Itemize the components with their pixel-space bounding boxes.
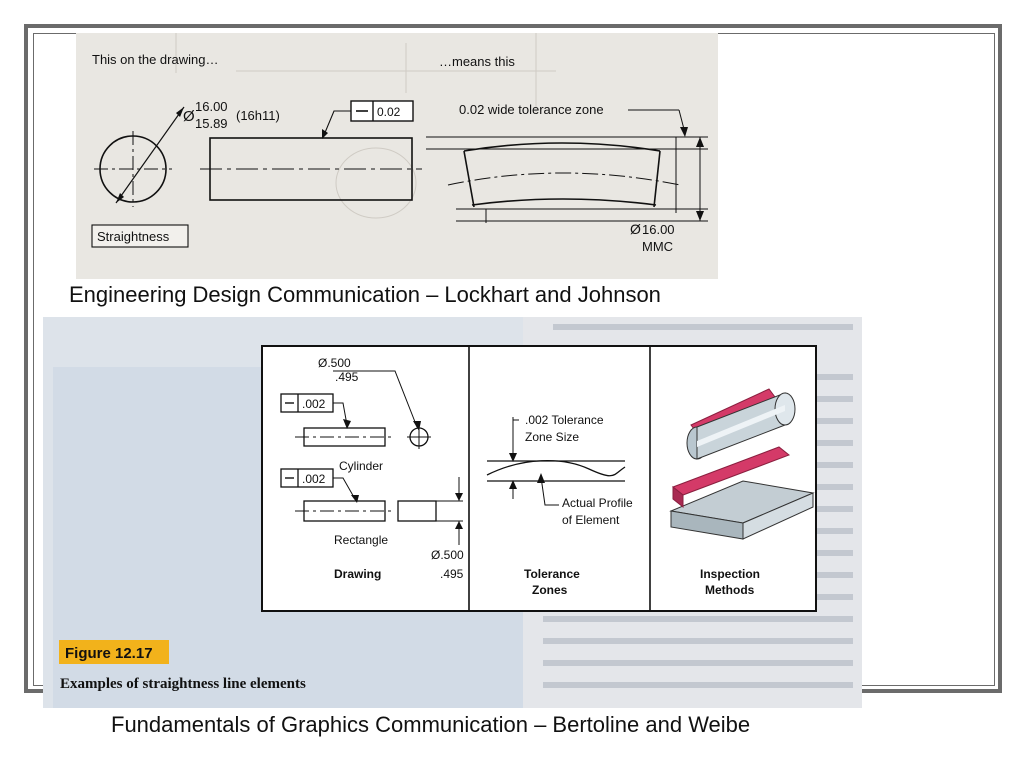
dia-lower: .495 <box>335 370 359 384</box>
column-heading-inspection-1: Inspection <box>700 567 760 581</box>
column-heading-drawing: Drawing <box>334 567 381 581</box>
figure-number: Figure 12.17 <box>65 645 153 662</box>
fit-class: (16h11) <box>236 108 280 123</box>
mmc-diameter-symbol: Ø <box>630 221 641 237</box>
inspection-rectangle-gauge <box>669 446 815 540</box>
dim-upper: 16.00 <box>195 99 228 114</box>
figure-number-badge <box>59 640 169 664</box>
tolerance-zone-diagram <box>426 136 708 223</box>
rect-dia-upper: Ø.500 <box>431 548 464 562</box>
cylinder-label: Cylinder <box>339 459 383 473</box>
inspection-cylinder-gauge <box>686 388 796 460</box>
straightness-label: Straightness <box>97 229 170 244</box>
mmc-label: MMC <box>642 239 673 254</box>
fcf-cylinder: .002 <box>280 393 351 429</box>
fcf1-value: .002 <box>302 397 326 411</box>
dim-lower: 15.89 <box>195 116 228 131</box>
cylinder-view <box>295 425 431 449</box>
rectangle-view <box>295 477 463 545</box>
column-heading-inspection-2: Methods <box>705 583 755 597</box>
column-heading-tolerance-2: Zones <box>532 583 568 597</box>
mmc-diameter: 16.00 <box>642 222 675 237</box>
rect-dia-lower: .495 <box>440 567 464 581</box>
figure-caption: Examples of straightness line elements <box>60 676 306 692</box>
figure-straightness-bertoline: Ø.500 .495 .002 Cylinder .002 <box>43 317 862 708</box>
tol-zone-line1: .002 Tolerance <box>525 413 604 427</box>
end-view-circle <box>94 106 185 207</box>
figure-straightness-lockhart: This on the drawing… …means this Ø 16.00… <box>76 33 718 279</box>
dia-upper: Ø.500 <box>318 356 351 370</box>
fcf-value: 0.02 <box>377 105 401 119</box>
zone-label: 0.02 wide tolerance zone <box>459 102 604 117</box>
tolerance-zone-profile <box>486 417 626 506</box>
profile-line2: of Element <box>562 513 620 527</box>
profile-line1: Actual Profile <box>562 496 633 510</box>
figure1-drawing: This on the drawing… …means this Ø 16.00… <box>76 33 718 279</box>
caption-bertoline-weibe: Fundamentals of Graphics Communication –… <box>111 712 751 737</box>
column-heading-tolerance-1: Tolerance <box>524 567 580 581</box>
fcf2-value: .002 <box>302 472 326 486</box>
diameter-symbol: Ø <box>183 108 195 125</box>
fcf-rectangle: .002 <box>280 468 359 503</box>
caption-lockhart-johnson: Engineering Design Communication – Lockh… <box>69 282 661 307</box>
right-heading: …means this <box>439 54 515 69</box>
feature-control-frame: 0.02 <box>322 100 414 139</box>
left-heading: This on the drawing… <box>92 52 218 67</box>
scan-ghost-lines <box>175 33 556 219</box>
straightness-box <box>91 224 189 248</box>
rectangle-label: Rectangle <box>334 533 388 547</box>
figure2-drawing: Ø.500 .495 .002 Cylinder .002 <box>43 317 862 708</box>
side-view-shaft <box>200 137 422 201</box>
tol-zone-line2: Zone Size <box>525 430 579 444</box>
